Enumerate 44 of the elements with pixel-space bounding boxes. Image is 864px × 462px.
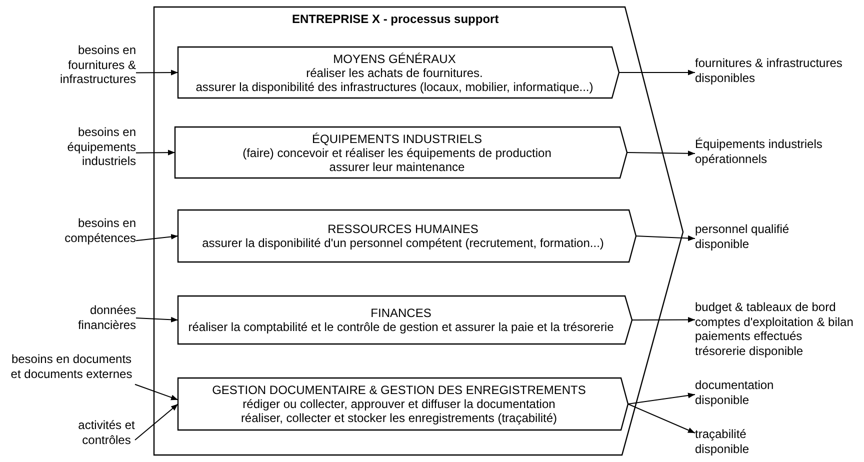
output-label: Équipements industriels opérationnels	[695, 137, 824, 166]
input-label: besoins en compétences	[64, 216, 136, 245]
process-box	[178, 378, 628, 430]
arrow	[628, 392, 696, 404]
arrow	[134, 404, 178, 440]
process-box	[175, 127, 627, 178]
input-label: besoins en documents et documents externes	[10, 352, 134, 381]
process-heading: ÉQUIPEMENTS INDUSTRIELS	[312, 132, 482, 146]
process-description: réaliser les achats de fournitures.	[306, 66, 483, 80]
input-label: besoins en fournitures & infrastructures	[58, 43, 136, 86]
process-heading: FINANCES	[370, 306, 432, 320]
process-description: réaliser, collecter et stocker les enregistrements (traçabilité)	[240, 411, 558, 425]
output-label: traçabilité disponible	[695, 427, 750, 456]
output-label: budget & tableaux de bord comptes d'exploitation & bilan paiements effectués trésorerie disponible	[695, 300, 854, 358]
frame-title: ENTREPRISE X - processus support	[292, 12, 499, 26]
process-description: assurer la disponibilité des infrastructures (locaux, mobilier, informatique...)	[196, 80, 594, 94]
process-description: assurer la disponibilité d'un personnel compétent (recrutement, formation...)	[202, 236, 604, 250]
process-heading: MOYENS GÉNÉRAUX	[333, 52, 456, 66]
process-heading: RESSOURCES HUMAINES	[328, 222, 478, 236]
process-heading: GESTION DOCUMENTAIRE & GESTION DES ENREGISTREMENTS	[212, 383, 586, 397]
input-label: besoins en équipements industriels	[66, 125, 136, 168]
arrow	[626, 150, 696, 156]
input-label: activités et contrôles	[78, 418, 135, 447]
output-label: documentation disponible	[695, 378, 775, 407]
arrow	[628, 404, 696, 434]
arrow	[636, 235, 696, 241]
process-description: réaliser la comptabilité et le contrôle de gestion et assurer la paie et la trésorerie	[188, 320, 614, 334]
process-description: (faire) concevoir et réaliser les équipements de production	[242, 146, 552, 160]
output-label: personnel qualifié disponible	[695, 222, 790, 251]
process-box	[178, 296, 632, 344]
arrow	[618, 70, 696, 76]
process-box	[178, 47, 619, 98]
process-description: rédiger ou collecter, approuver et diffuser la documentation	[242, 397, 556, 411]
process-description: assurer leur maintenance	[329, 160, 465, 174]
arrow	[136, 316, 178, 322]
output-label: fournitures & infrastructures disponibles	[695, 56, 844, 85]
arrow	[136, 234, 178, 242]
arrow	[134, 384, 178, 400]
arrow	[136, 150, 176, 156]
process-group-frame	[154, 7, 683, 455]
arrow	[632, 317, 696, 323]
process-box	[178, 210, 636, 262]
input-label: données financières	[76, 303, 136, 332]
arrow	[136, 70, 178, 76]
